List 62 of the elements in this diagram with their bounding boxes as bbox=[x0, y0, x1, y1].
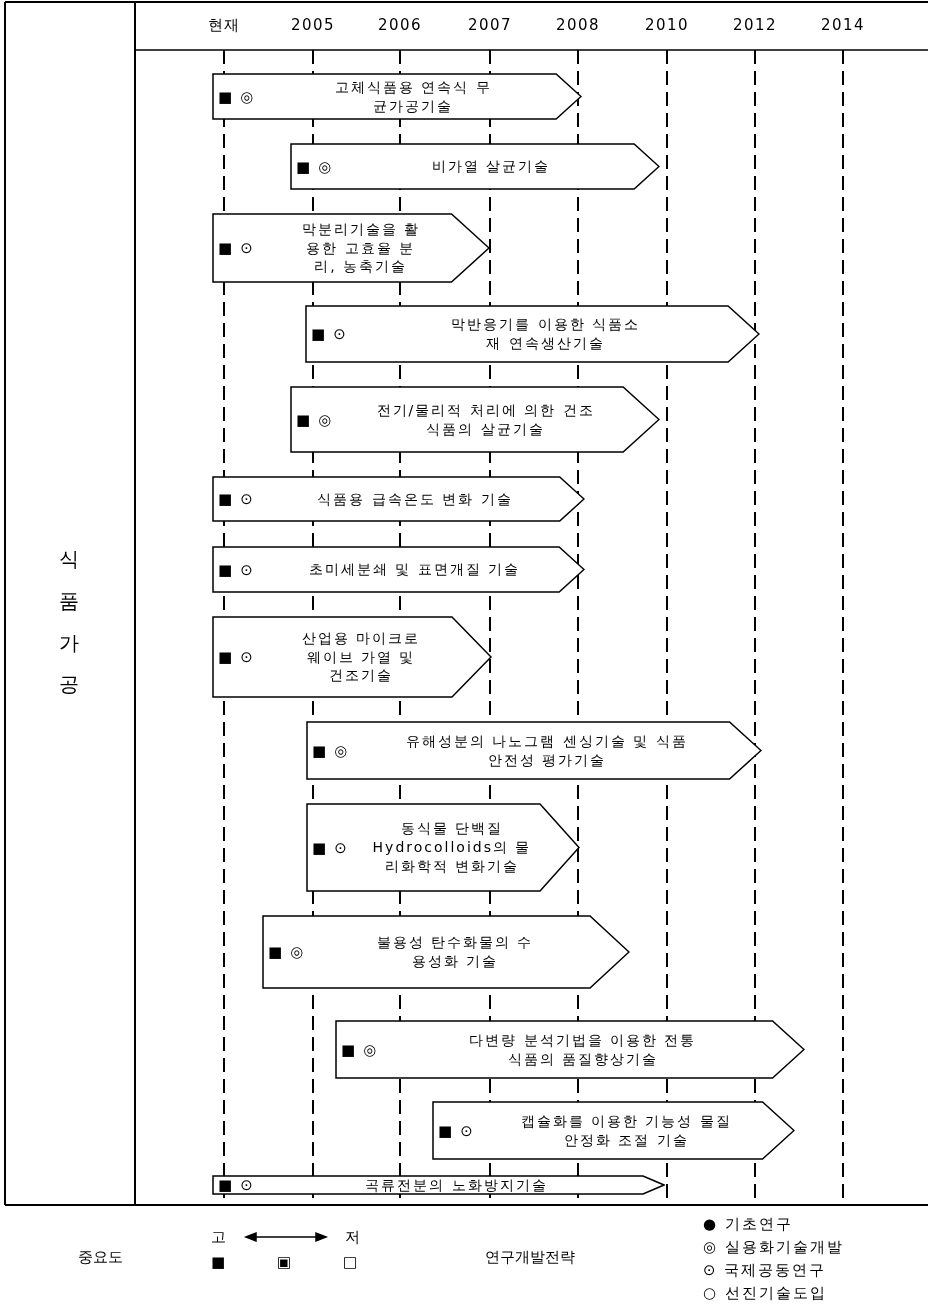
importance-mark: ■ bbox=[438, 1121, 453, 1140]
legend-item: ⊙ 국제공동연구 bbox=[703, 1261, 827, 1280]
importance-symbol: □ bbox=[342, 1253, 358, 1271]
importance-symbol: ▣ bbox=[276, 1253, 292, 1271]
importance-mark: ■ bbox=[218, 239, 233, 257]
year-label: 2008 bbox=[555, 16, 601, 34]
technology-name: 곡류전분의 노화방지기술 bbox=[365, 1175, 548, 1195]
technology-name: 막분리기술을 활용한 고효율 분리, 농축기술 bbox=[300, 219, 421, 277]
legend-item: ● 기초연구 bbox=[703, 1215, 793, 1234]
strategy-mark: ⊙ bbox=[240, 648, 253, 666]
importance-mark: ■ bbox=[312, 741, 327, 760]
strategy-label: 연구개발전략 bbox=[485, 1247, 575, 1267]
technology-name: 동식물 단백질 Hydrocolloids의 물리화학적 변화기술 bbox=[371, 819, 533, 876]
technology-name: 유해성분의 나노그램 센싱기술 및 식품 안전성 평가기술 bbox=[404, 731, 689, 770]
technology-name: 초미세분쇄 및 표면개질 기술 bbox=[308, 560, 521, 579]
importance-label: 중요도 bbox=[77, 1247, 123, 1267]
strategy-mark: ◎ bbox=[318, 157, 332, 176]
strategy-mark: ⊙ bbox=[334, 838, 347, 857]
strategy-mark: ⊙ bbox=[240, 239, 253, 257]
technology-name: 비가열 살균기술 bbox=[431, 157, 551, 176]
technology-name: 전기/물리적 처리에 의한 건조식품의 살균기술 bbox=[375, 400, 596, 439]
importance-mark: ■ bbox=[268, 943, 283, 961]
importance-mark: ■ bbox=[341, 1040, 356, 1059]
scale-label: 저 bbox=[344, 1227, 360, 1247]
strategy-mark: ⊙ bbox=[333, 325, 346, 343]
strategy-mark: ⊙ bbox=[460, 1121, 473, 1140]
importance-mark: ■ bbox=[218, 648, 233, 666]
legend-item: ○ 선진기술도입 bbox=[703, 1284, 827, 1303]
strategy-mark: ⊙ bbox=[240, 560, 253, 579]
strategy-mark: ◎ bbox=[240, 87, 254, 106]
technology-name: 캡슐화를 이용한 기능성 물질 안정화 조절 기술 bbox=[519, 1111, 733, 1150]
year-label: 2005 bbox=[290, 16, 336, 34]
importance-symbol: ■ bbox=[210, 1253, 226, 1271]
category-label: 식품가공 bbox=[56, 536, 83, 704]
scale-label: 고 bbox=[210, 1227, 226, 1247]
importance-mark: ■ bbox=[218, 490, 233, 508]
strategy-mark: ◎ bbox=[363, 1040, 377, 1059]
strategy-mark: ⊙ bbox=[240, 1176, 253, 1194]
technology-name: 산업용 마이크로 웨이브 가열 및 건조기술 bbox=[300, 628, 422, 686]
importance-mark: ■ bbox=[296, 410, 311, 429]
importance-mark: ■ bbox=[218, 560, 233, 579]
importance-mark: ■ bbox=[312, 838, 327, 857]
year-label: 2010 bbox=[644, 16, 690, 34]
technology-name: 불용성 탄수화물의 수용성화 기술 bbox=[375, 933, 535, 971]
strategy-mark: ◎ bbox=[334, 741, 348, 760]
year-label: 현재 bbox=[207, 15, 241, 35]
strategy-mark: ◎ bbox=[290, 943, 304, 961]
year-label: 2014 bbox=[820, 16, 866, 34]
year-label: 2007 bbox=[467, 16, 513, 34]
year-label: 2012 bbox=[732, 16, 778, 34]
technology-name: 막반응기를 이용한 식품소재 연속생산기술 bbox=[450, 315, 641, 353]
technology-name: 고체식품용 연속식 무균가공기술 bbox=[333, 77, 493, 116]
technology-name: 식품용 급속온도 변화 기술 bbox=[317, 489, 513, 509]
importance-mark: ■ bbox=[218, 1176, 233, 1194]
strategy-mark: ◎ bbox=[318, 410, 332, 429]
importance-mark: ■ bbox=[311, 325, 326, 343]
importance-mark: ■ bbox=[218, 87, 233, 106]
year-label: 2006 bbox=[377, 16, 423, 34]
strategy-mark: ⊙ bbox=[240, 490, 253, 508]
importance-mark: ■ bbox=[296, 157, 311, 176]
legend-item: ◎ 실용화기술개발 bbox=[703, 1238, 844, 1257]
technology-name: 다변량 분석기법을 이용한 전통식품의 품질향상기술 bbox=[468, 1030, 698, 1069]
